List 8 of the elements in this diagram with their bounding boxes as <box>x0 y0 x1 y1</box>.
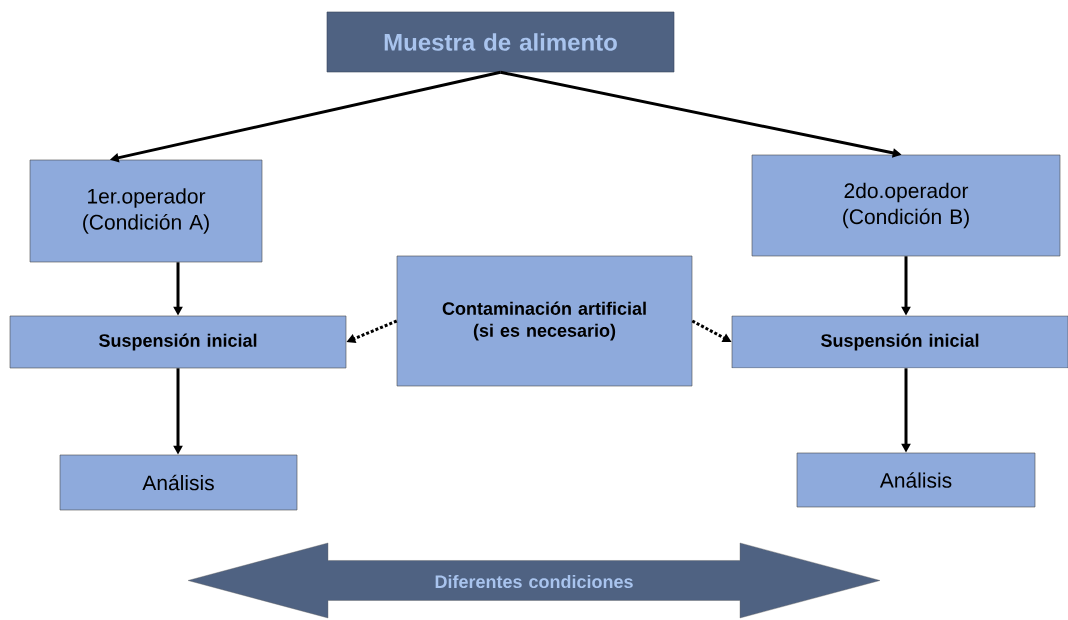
process-box: Suspensión inicial <box>9 315 347 369</box>
process-box: Análisis <box>796 452 1036 508</box>
process-box: 2do.operador (Condición B) <box>751 154 1061 257</box>
process-box: Análisis <box>59 454 298 511</box>
process-box: 1er.operador (Condición A) <box>29 159 263 263</box>
process-box: Contaminación artificial (si es necesario) <box>396 255 693 387</box>
title-box: Muestra de alimento <box>326 11 675 73</box>
process-box: Suspensión inicial <box>731 315 1068 369</box>
